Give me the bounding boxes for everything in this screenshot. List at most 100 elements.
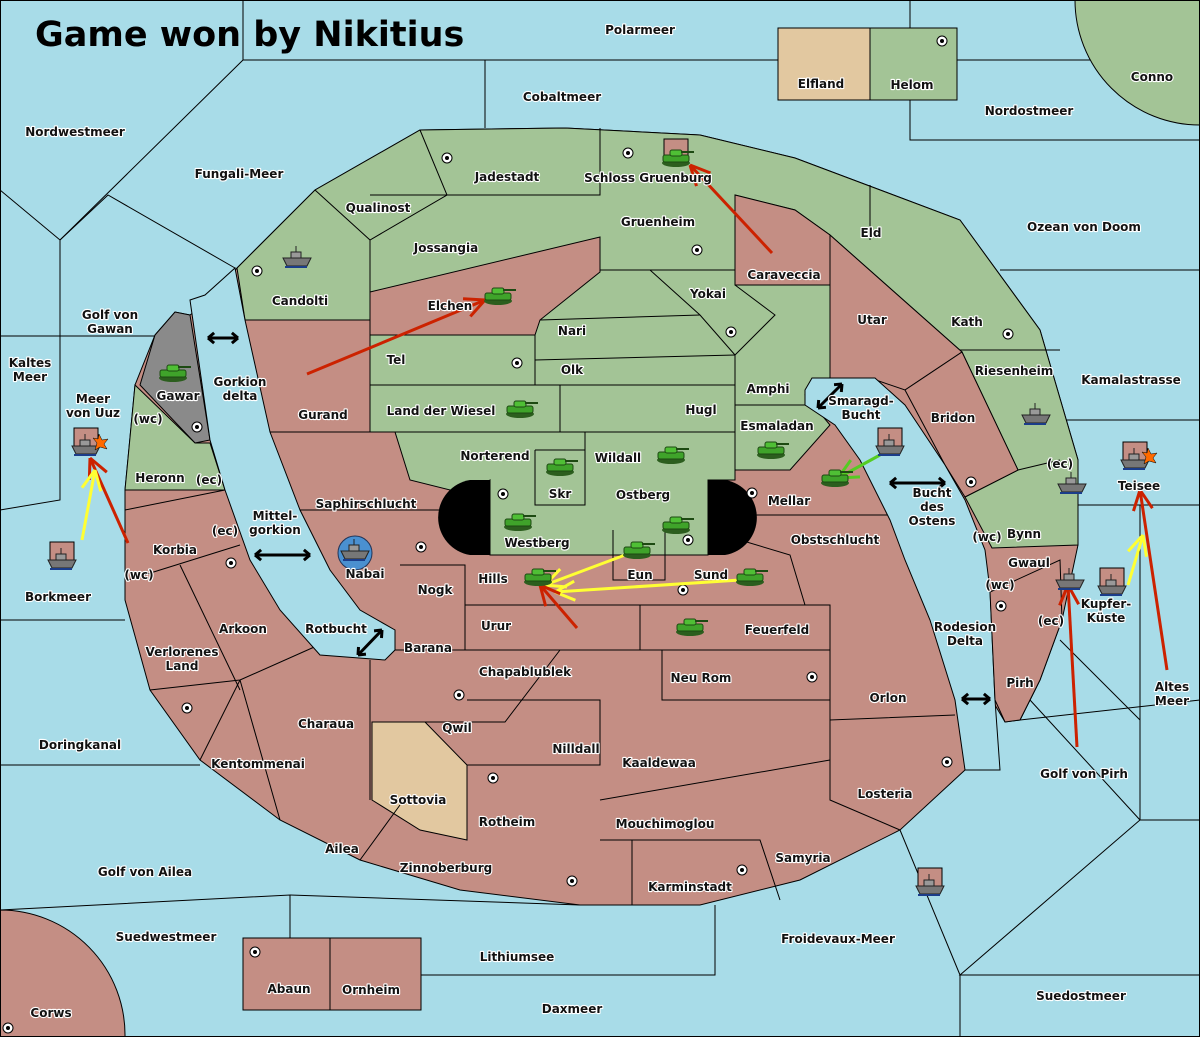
supply-center-icon <box>453 689 465 701</box>
supply-center-icon <box>249 946 261 958</box>
supply-center-icon <box>806 671 818 683</box>
province-label: Wildall <box>595 451 641 465</box>
region-elfland[interactable] <box>777 27 871 101</box>
province-label: Helom <box>890 78 933 92</box>
fleet-ship-icon[interactable] <box>1021 403 1051 425</box>
province-label: Bridon <box>931 411 976 425</box>
province-label: Sottovia <box>390 793 447 807</box>
army-tank-icon[interactable] <box>662 516 694 534</box>
explosion-icon <box>1141 447 1158 465</box>
province-label: Suedwestmeer <box>116 930 217 944</box>
east-cap <box>708 480 757 555</box>
province-label: Neu Rom <box>671 671 732 685</box>
region-bridon[interactable] <box>904 351 1019 498</box>
fleet-ship-icon[interactable] <box>282 246 312 268</box>
army-tank-icon[interactable] <box>657 446 689 464</box>
army-tank-icon[interactable] <box>484 287 516 305</box>
province-label: Olk <box>561 363 584 377</box>
fleet-ship-icon[interactable] <box>875 427 905 456</box>
supply-center-icon <box>566 875 578 887</box>
adjacency-double-arrow-icon <box>356 628 384 657</box>
province-label: Bynn <box>1007 527 1041 541</box>
units <box>47 138 1158 896</box>
army-tank-icon[interactable] <box>546 458 578 476</box>
province-label: Nordostmeer <box>985 104 1074 118</box>
province-label: Daxmeer <box>542 1002 603 1016</box>
army-tank-icon[interactable] <box>159 364 191 382</box>
province-label: Elchen <box>428 299 473 313</box>
province-label: Land der Wiesel <box>387 404 496 418</box>
army-tank-icon[interactable] <box>623 541 655 559</box>
army-tank-icon[interactable] <box>662 138 694 167</box>
region-ornheim[interactable] <box>329 937 422 1011</box>
province-label: Heronn <box>135 471 184 485</box>
army-tank-icon[interactable] <box>506 400 538 418</box>
province-label: Saphirschlucht <box>316 497 417 511</box>
supply-center-icon <box>441 152 453 164</box>
province-label: Gwaul <box>1008 556 1050 570</box>
game-title: Game won by Nikitius <box>35 15 464 55</box>
province-label: Hugl <box>685 403 716 417</box>
province-label: Jossangia <box>413 241 478 255</box>
supply-center-icon <box>691 244 703 256</box>
supply-center-icon <box>725 326 737 338</box>
province-label: Ostberg <box>616 488 670 502</box>
army-tank-icon[interactable] <box>736 568 768 586</box>
supply-center-icon <box>746 487 758 499</box>
province-label: Froidevaux-Meer <box>781 932 895 946</box>
province-label: Arkoon <box>219 622 267 636</box>
fleet-ship-icon[interactable] <box>1057 472 1087 494</box>
province-label: Gurand <box>298 408 348 422</box>
province-label: (wc) <box>985 578 1014 592</box>
province-label: Qualinost <box>346 201 411 215</box>
province-label: Golf von Pirh <box>1040 767 1128 781</box>
region-corws[interactable] <box>0 909 126 1037</box>
province-label: Ornheim <box>342 983 400 997</box>
army-tank-icon[interactable] <box>524 568 556 586</box>
province-label: Qwil <box>442 721 472 735</box>
province-label: Utar <box>857 313 887 327</box>
fleet-ship-icon[interactable] <box>1120 441 1158 470</box>
fleet-ship-icon[interactable] <box>71 427 109 456</box>
province-label: (wc) <box>133 412 162 426</box>
province-label: Mouchimoglou <box>616 817 715 831</box>
province-label: (ec) <box>212 524 238 538</box>
gorkion-river[interactable] <box>189 267 396 661</box>
fleet-ship-icon[interactable] <box>1097 567 1127 596</box>
land-borders <box>124 128 1061 905</box>
adjacency-double-arrow-icon <box>816 382 844 410</box>
fleet-ship-icon[interactable] <box>47 541 77 570</box>
fleet-ship-icon[interactable] <box>337 535 373 571</box>
army-tank-icon[interactable] <box>504 513 536 531</box>
adjacency-double-arrow-icon <box>207 331 239 345</box>
province-label: Fungali-Meer <box>195 167 284 181</box>
supply-center-icon <box>497 488 509 500</box>
province-label: Urur <box>481 619 511 633</box>
army-tank-icon[interactable] <box>821 469 853 487</box>
province-label: Tel <box>387 353 406 367</box>
fleet-ship-icon[interactable] <box>1055 568 1085 590</box>
province-label: (wc) <box>972 530 1001 544</box>
army-tank-icon[interactable] <box>676 618 708 636</box>
province-label: Obstschlucht <box>791 533 880 547</box>
province-label: Lithiumsee <box>480 950 555 964</box>
province-label: Orlon <box>869 691 906 705</box>
province-label: Mittel-gorkion <box>249 509 301 537</box>
supply-center-icon <box>2 1022 14 1034</box>
region-utar[interactable] <box>829 233 963 391</box>
province-label: Chapablublek <box>479 665 572 679</box>
fleet-ship-icon[interactable] <box>915 867 945 896</box>
supply-centers <box>2 35 1014 1034</box>
region-pirh[interactable] <box>989 559 1063 723</box>
region-conno[interactable] <box>1074 0 1200 126</box>
adjacency-double-arrow-icon <box>889 476 946 490</box>
province-label: Kaaldewaa <box>622 756 696 770</box>
army-tank-icon[interactable] <box>757 441 789 459</box>
province-label: Westberg <box>504 536 569 550</box>
province-label: Smaragd-Bucht <box>828 394 893 422</box>
province-label: Korbia <box>153 543 197 557</box>
